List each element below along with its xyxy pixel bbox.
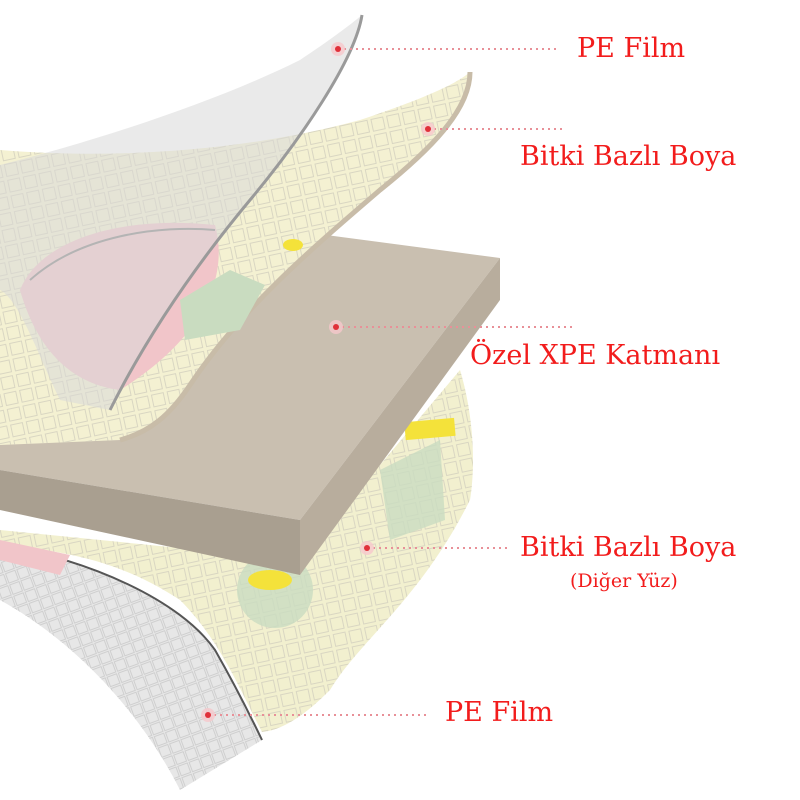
marker-icon [201, 708, 215, 722]
marker-icon [329, 320, 343, 334]
xpe-slab-side [300, 258, 500, 575]
label-xpe-layer: Özel XPE Katmanı [470, 340, 721, 371]
label-paint-top: Bitki Bazlı Boya [520, 141, 737, 172]
label-pe-film-bottom: PE Film [445, 697, 554, 728]
xpe-slab-front [0, 470, 300, 575]
xpe-slab-top [0, 225, 500, 520]
label-pe-film-top: PE Film [577, 33, 686, 64]
marker-icon [421, 122, 435, 136]
label-paint-bottom-note: (Diğer Yüz) [570, 570, 678, 592]
top-pe-film [0, 15, 362, 410]
marker-icon [360, 541, 374, 555]
label-paint-bottom: Bitki Bazlı Boya [520, 532, 737, 563]
marker-icon [331, 42, 345, 56]
leader-lines [214, 48, 572, 716]
marker-dots [201, 42, 435, 722]
